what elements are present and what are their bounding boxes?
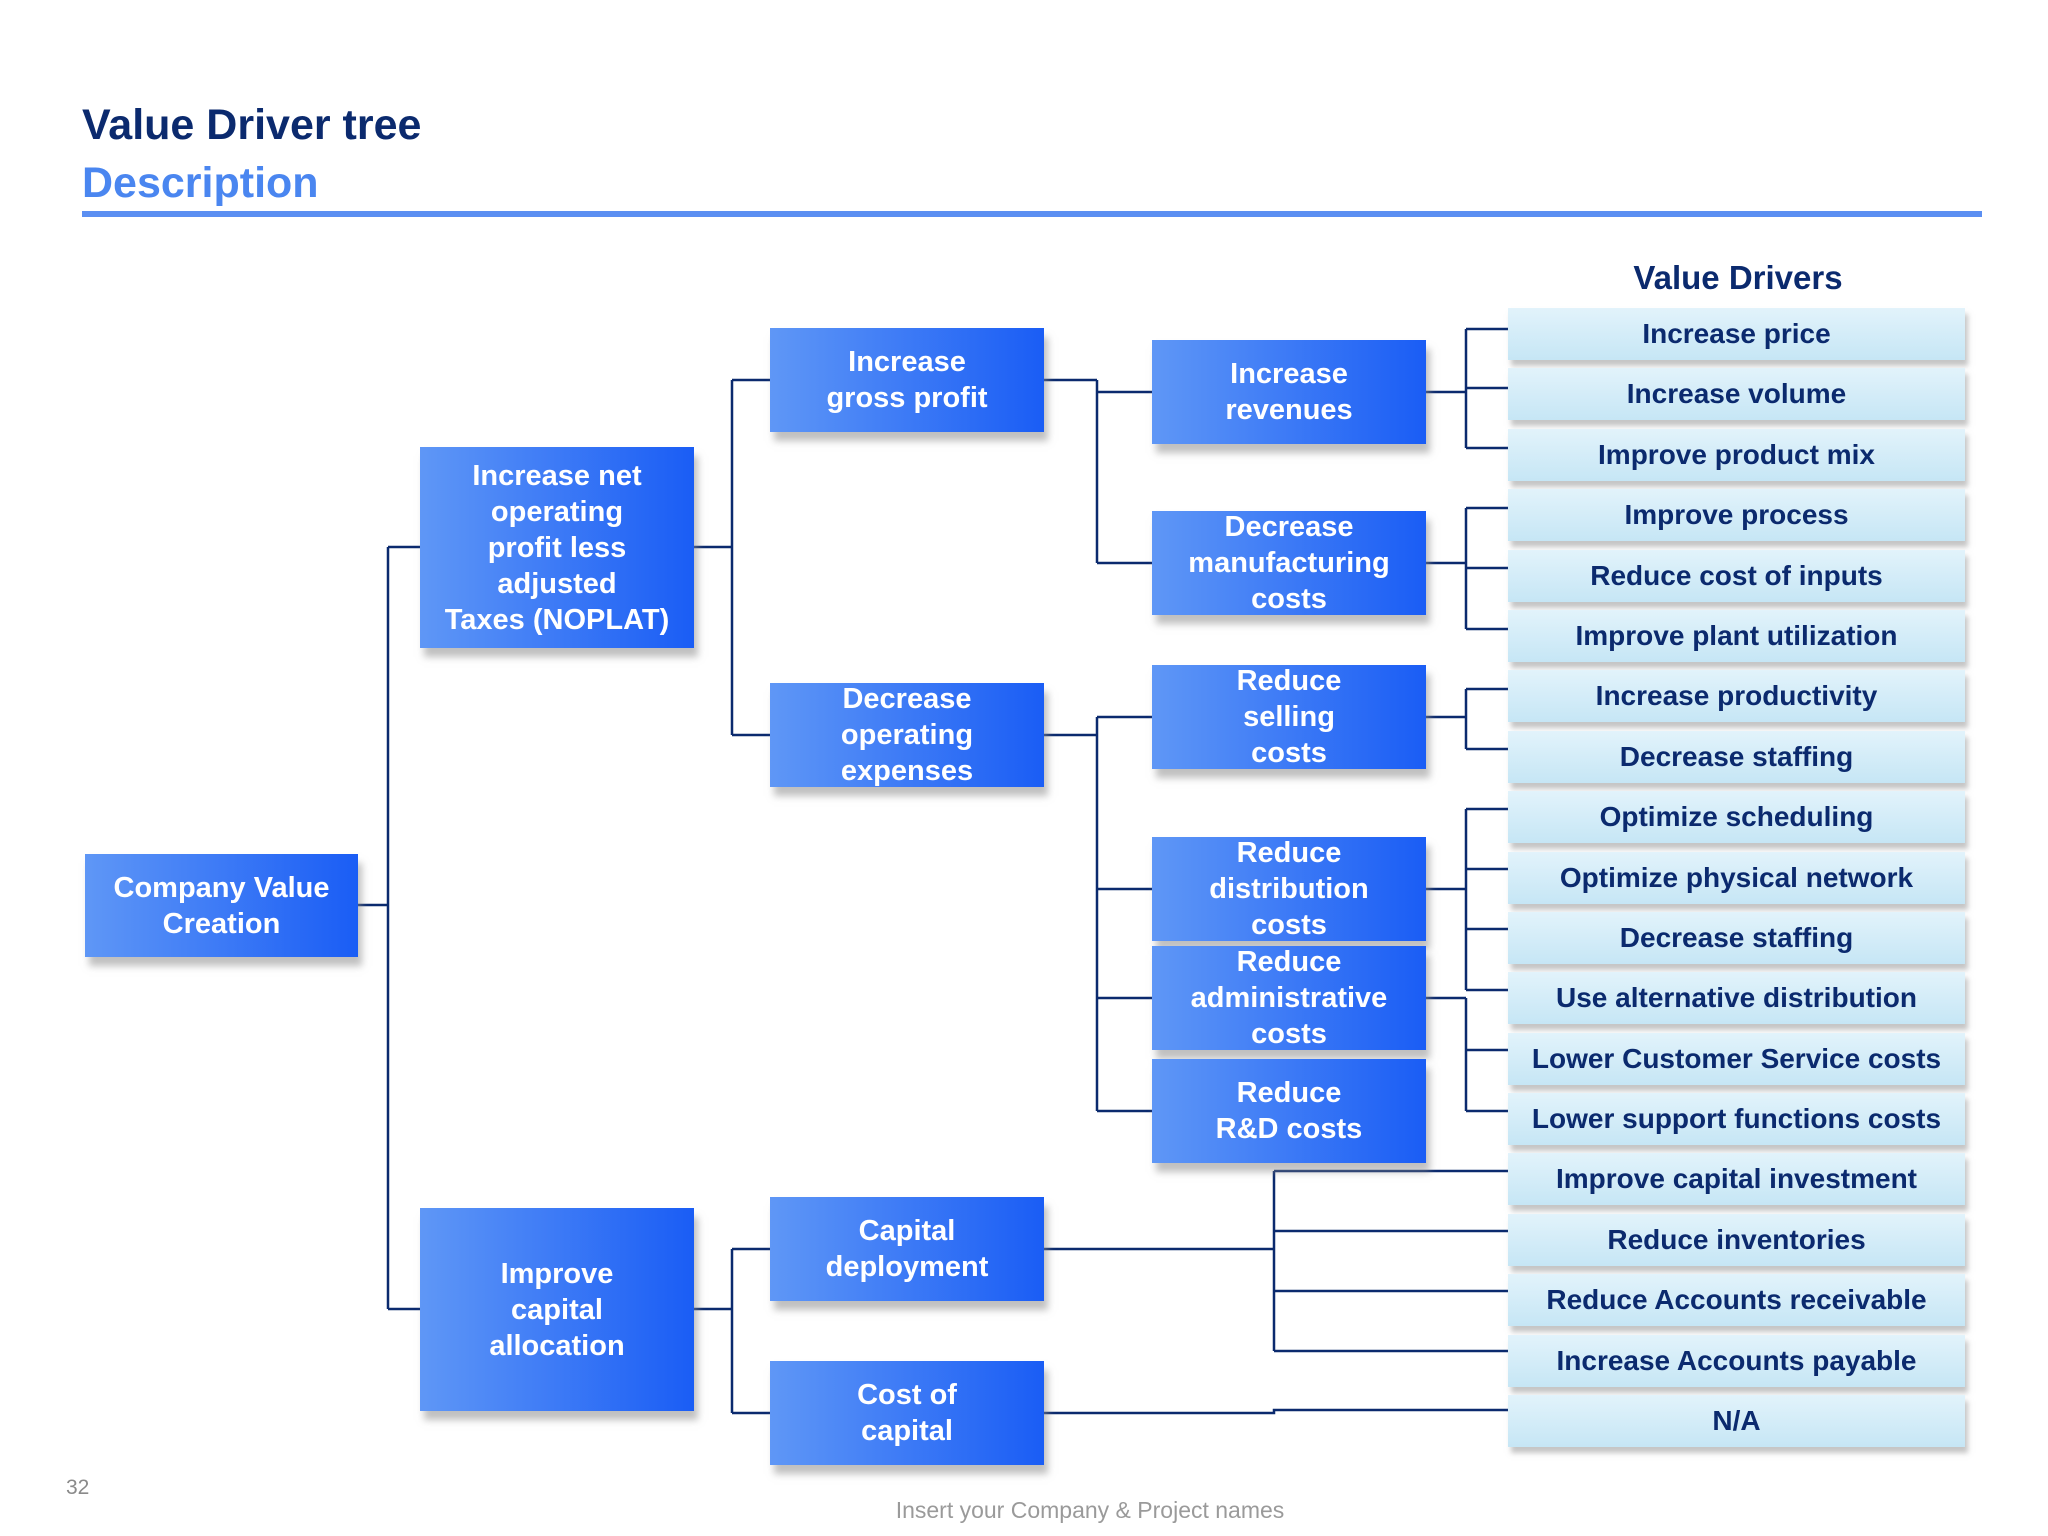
value-driver-item: Increase productivity — [1508, 670, 1965, 723]
value-driver-item: Reduce inventories — [1508, 1213, 1965, 1266]
value-driver-item: Increase Accounts payable — [1508, 1334, 1965, 1387]
value-driver-item: Increase price — [1508, 308, 1965, 360]
value-driver-item: Decrease staffing — [1508, 730, 1965, 783]
value-driver-item: Improve product mix — [1508, 428, 1965, 481]
node-capital-deployment: Capital deployment — [770, 1197, 1044, 1301]
title-divider — [82, 211, 1982, 217]
node-reduce-distribution-costs: Reduce distribution costs — [1152, 837, 1426, 941]
node-company-value-creation: Company Value Creation — [85, 854, 358, 957]
value-driver-item: Lower support functions costs — [1508, 1093, 1965, 1146]
value-driver-item: Increase volume — [1508, 368, 1965, 421]
value-driver-item: Reduce Accounts receivable — [1508, 1274, 1965, 1327]
page-subtitle: Description — [82, 159, 319, 207]
connector-line — [1044, 1408, 1508, 1415]
value-driver-item: Improve process — [1508, 489, 1965, 542]
node-cost-of-capital: Cost of capital — [770, 1361, 1044, 1465]
footer-text: Insert your Company & Project names — [895, 1497, 1285, 1523]
page-title: Value Driver tree — [82, 101, 422, 149]
node-increase-noplat: Increase net operating profit less adjus… — [420, 447, 694, 648]
node-increase-revenues: Increase revenues — [1152, 340, 1426, 444]
value-driver-item: Decrease staffing — [1508, 911, 1965, 964]
value-driver-item: N/A — [1508, 1395, 1965, 1448]
node-reduce-selling-costs: Reduce selling costs — [1152, 665, 1426, 769]
node-improve-capital-allocation: Improve capital allocation — [420, 1208, 694, 1411]
node-reduce-administrative-costs: Reduce administrative costs — [1152, 946, 1426, 1050]
value-driver-item: Improve plant utilization — [1508, 609, 1965, 662]
value-driver-item: Lower Customer Service costs — [1508, 1032, 1965, 1085]
value-driver-item: Optimize scheduling — [1508, 791, 1965, 844]
value-driver-item: Use alternative distribution — [1508, 972, 1965, 1025]
value-driver-item: Improve capital investment — [1508, 1153, 1965, 1206]
node-decrease-operating-expenses: Decrease operating expenses — [770, 683, 1044, 787]
node-decrease-manufacturing-costs: Decrease manufacturing costs — [1152, 511, 1426, 615]
node-reduce-rd-costs: Reduce R&D costs — [1152, 1059, 1426, 1163]
value-drivers-header: Value Drivers — [1633, 259, 1843, 296]
value-driver-item: Reduce cost of inputs — [1508, 549, 1965, 602]
page-number: 32 — [66, 1476, 90, 1499]
node-increase-gross-profit: Increase gross profit — [770, 328, 1044, 432]
value-drivers-list: Increase price Increase volume Improve p… — [1508, 308, 1965, 1455]
value-driver-item: Optimize physical network — [1508, 851, 1965, 904]
